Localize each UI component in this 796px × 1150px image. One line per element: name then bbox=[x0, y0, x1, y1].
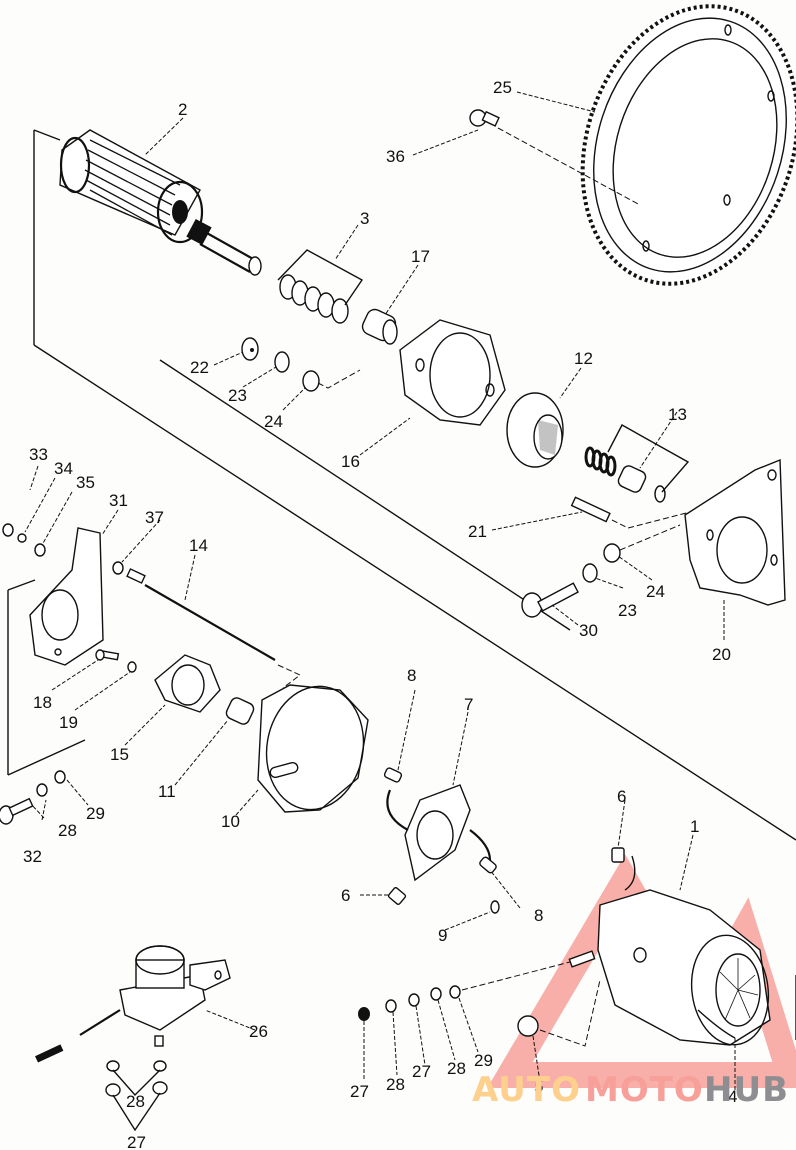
washer-22-part bbox=[241, 337, 259, 361]
callout-8a: 8 bbox=[407, 666, 416, 685]
washer-23b-part bbox=[582, 563, 598, 583]
callout-6a: 6 bbox=[617, 787, 626, 806]
callout-32: 32 bbox=[23, 847, 42, 866]
callout-11: 11 bbox=[158, 782, 176, 801]
callout-labels: 1 2 3 4 5 6 6 7 8 8 9 10 11 12 13 14 15 … bbox=[23, 78, 737, 1150]
brush-6-part bbox=[387, 887, 407, 905]
washer-28c-part bbox=[36, 783, 48, 797]
callout-3: 3 bbox=[360, 209, 369, 228]
callout-33: 33 bbox=[29, 445, 48, 464]
callout-12: 12 bbox=[574, 349, 593, 368]
callout-10: 10 bbox=[221, 812, 240, 831]
callout-23a: 23 bbox=[228, 386, 247, 405]
callout-15: 15 bbox=[110, 745, 129, 764]
bearing-retainer-part bbox=[154, 654, 221, 713]
callout-2: 2 bbox=[178, 100, 187, 119]
callout-20: 20 bbox=[712, 645, 731, 664]
callout-27c: 27 bbox=[127, 1133, 146, 1150]
callout-17: 17 bbox=[411, 247, 430, 266]
rear-bracket-part bbox=[29, 527, 104, 666]
washer-29-part bbox=[449, 985, 461, 999]
watermark-auto: AUTO bbox=[472, 1070, 581, 1110]
callout-36: 36 bbox=[386, 147, 405, 166]
brush-8b-part bbox=[479, 856, 497, 874]
callout-34: 34 bbox=[54, 459, 73, 478]
callout-18: 18 bbox=[33, 693, 52, 712]
commutator-cover-part bbox=[257, 684, 369, 813]
watermark-text: AUTO MOTO HUB bbox=[472, 1070, 789, 1110]
callout-9: 9 bbox=[438, 926, 447, 945]
through-bolt-part bbox=[126, 568, 301, 689]
callout-21: 21 bbox=[468, 522, 487, 541]
washer-19-part bbox=[127, 661, 137, 673]
watermark-moto: MOTO bbox=[585, 1070, 704, 1110]
callout-22: 22 bbox=[190, 358, 209, 377]
bushing-part bbox=[361, 308, 398, 345]
callout-35: 35 bbox=[76, 473, 95, 492]
callout-14: 14 bbox=[189, 536, 208, 555]
bolt-30-part bbox=[521, 582, 579, 618]
screw-5-part bbox=[517, 979, 601, 1047]
callout-26: 26 bbox=[249, 1022, 268, 1041]
solenoid-part bbox=[35, 945, 231, 1063]
callout-25: 25 bbox=[493, 78, 512, 97]
callout-13: 13 bbox=[668, 405, 687, 424]
callout-24b: 24 bbox=[646, 582, 665, 601]
washer-27-part bbox=[408, 993, 420, 1007]
bolt-32-part bbox=[0, 797, 34, 825]
washer-34-part bbox=[17, 533, 27, 543]
callout-27b: 27 bbox=[412, 1062, 431, 1081]
callout-8b: 8 bbox=[534, 906, 543, 925]
callout-28a: 28 bbox=[386, 1075, 405, 1094]
callout-23b: 23 bbox=[618, 601, 637, 620]
bolt-36-part bbox=[469, 109, 641, 206]
callout-5: 5 bbox=[534, 1077, 543, 1096]
callout-27a: 27 bbox=[350, 1082, 369, 1101]
washer-29c-part bbox=[54, 770, 66, 784]
callout-6b: 6 bbox=[341, 886, 350, 905]
bolt-18-part bbox=[95, 649, 120, 661]
washer-23-part bbox=[274, 351, 290, 373]
callout-28c: 28 bbox=[126, 1092, 145, 1111]
callout-29b: 29 bbox=[86, 804, 105, 823]
brush-8-part bbox=[383, 767, 403, 783]
callout-4: 4 bbox=[728, 1087, 737, 1106]
leader-lines bbox=[24, 91, 736, 1132]
callout-28d: 28 bbox=[58, 821, 77, 840]
spring-collar-part bbox=[584, 424, 690, 503]
solenoid-nuts-washers-part bbox=[105, 1060, 168, 1097]
ring-gear-part bbox=[580, 4, 796, 286]
washer-28-part bbox=[385, 999, 397, 1013]
assembly-frame-lines bbox=[7, 129, 796, 1040]
washer-set-part bbox=[277, 249, 364, 324]
watermark-hub: HUB bbox=[704, 1070, 789, 1110]
callout-31: 31 bbox=[109, 491, 128, 510]
brush-plate-part bbox=[386, 784, 492, 882]
bushing-11-part bbox=[225, 697, 255, 725]
callout-16: 16 bbox=[341, 452, 360, 471]
washer-35-part bbox=[34, 543, 46, 557]
washer-37-part bbox=[112, 561, 124, 575]
callout-29a: 29 bbox=[474, 1051, 493, 1070]
washer-24-part bbox=[302, 370, 320, 392]
screw-9-part bbox=[490, 900, 500, 914]
callout-30: 30 bbox=[579, 621, 598, 640]
callout-28b: 28 bbox=[447, 1059, 466, 1078]
stud-part bbox=[570, 496, 691, 529]
callout-7: 7 bbox=[464, 695, 473, 714]
nut-27-part bbox=[358, 1007, 370, 1021]
armature-part bbox=[59, 129, 262, 276]
pinion-gear-part bbox=[506, 392, 564, 468]
callout-1: 1 bbox=[690, 817, 699, 836]
nut-33-part bbox=[2, 523, 14, 537]
washer-24b-part bbox=[603, 543, 621, 563]
callout-24a: 24 bbox=[264, 412, 283, 431]
mounting-bracket-part bbox=[684, 458, 786, 606]
yoke-housing-part bbox=[568, 847, 771, 1046]
callout-19: 19 bbox=[59, 713, 78, 732]
callout-37: 37 bbox=[145, 508, 164, 527]
end-cap-part bbox=[399, 319, 506, 426]
washer-28b-part bbox=[430, 987, 442, 1001]
